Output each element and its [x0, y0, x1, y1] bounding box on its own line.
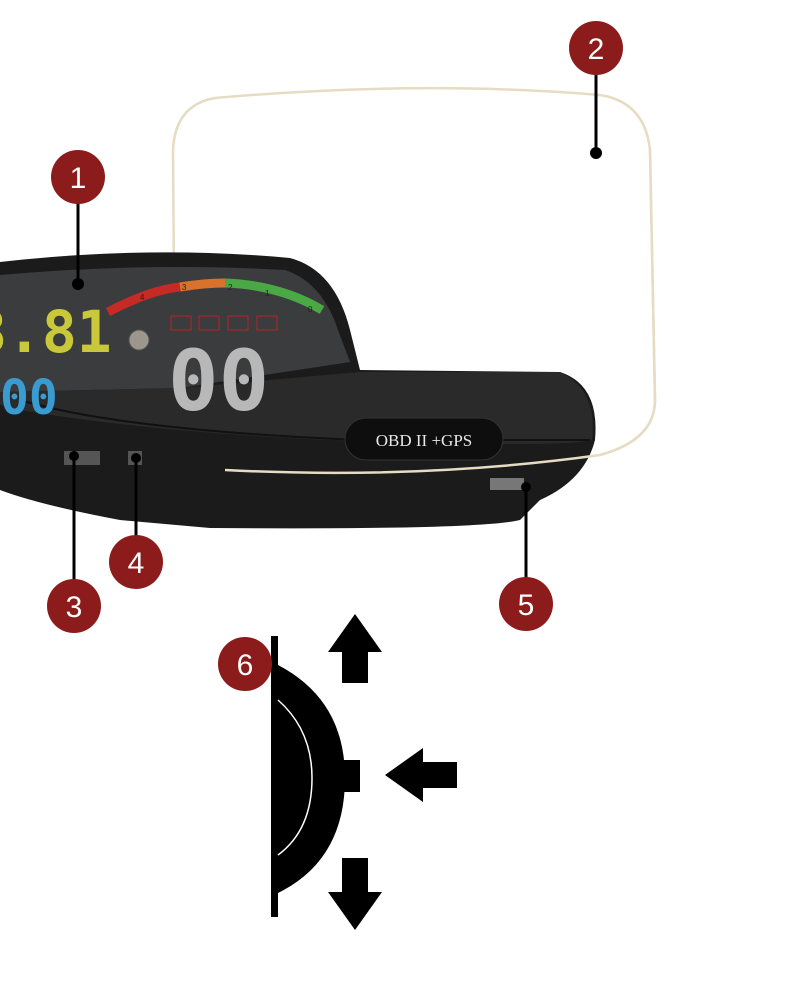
suction-mount-diagram: [271, 614, 457, 930]
callout-number: 4: [128, 547, 145, 580]
gauge-tick: 1: [265, 289, 270, 298]
leader-dot: [72, 278, 84, 290]
callout-2: 2: [569, 21, 623, 75]
arrow-left-icon: [385, 748, 457, 802]
windshield-line: [271, 636, 278, 917]
gauge-tick: 4: [140, 293, 145, 302]
leader-lines: [72, 72, 598, 582]
obd-gps-label: OBD II +GPS: [376, 431, 473, 450]
usb-port[interactable]: [490, 478, 524, 490]
left-lower-reading: 00: [0, 370, 58, 426]
callout-5: 5: [499, 577, 553, 631]
gauge-tick: 2: [228, 283, 233, 292]
leader-dot: [521, 482, 531, 492]
callout-6: 6: [218, 637, 272, 691]
callout-number: 3: [66, 591, 83, 624]
rpm-gauge: 4 3 2 1 0: [105, 278, 325, 316]
callout-number: 1: [70, 162, 87, 195]
arrow-up-icon: [328, 614, 382, 683]
callout-4: 4: [109, 535, 163, 589]
leader-dot: [131, 453, 141, 463]
callout-number: 6: [237, 649, 254, 682]
gauge-tick: 3: [182, 283, 187, 292]
leader-dot: [590, 147, 602, 159]
hud-device: 4 3 2 1 0 3.81 00 00 OBD II +GPS: [0, 252, 596, 529]
reflective-lens-edge: [224, 149, 657, 475]
leader-dot: [69, 451, 79, 461]
left-reading: 3.81: [0, 298, 112, 366]
car-warning-icon: [198, 315, 220, 331]
engine-warning-icon: [227, 315, 249, 331]
callout-1: 1: [51, 150, 105, 204]
battery-warning-icon: [170, 315, 192, 331]
callout-number: 2: [588, 33, 605, 66]
temp-warning-icon: [256, 315, 278, 331]
warning-icons: [170, 315, 278, 331]
light-sensor: [128, 329, 150, 351]
obd-gps-plug: [344, 417, 504, 461]
arrow-down-icon: [328, 858, 382, 930]
callout-3: 3: [47, 579, 101, 633]
gauge-tick: 0: [308, 305, 313, 314]
main-speed-reading: 00: [168, 332, 269, 430]
brightness-switch[interactable]: [64, 451, 100, 465]
callout-number: 5: [518, 589, 535, 622]
